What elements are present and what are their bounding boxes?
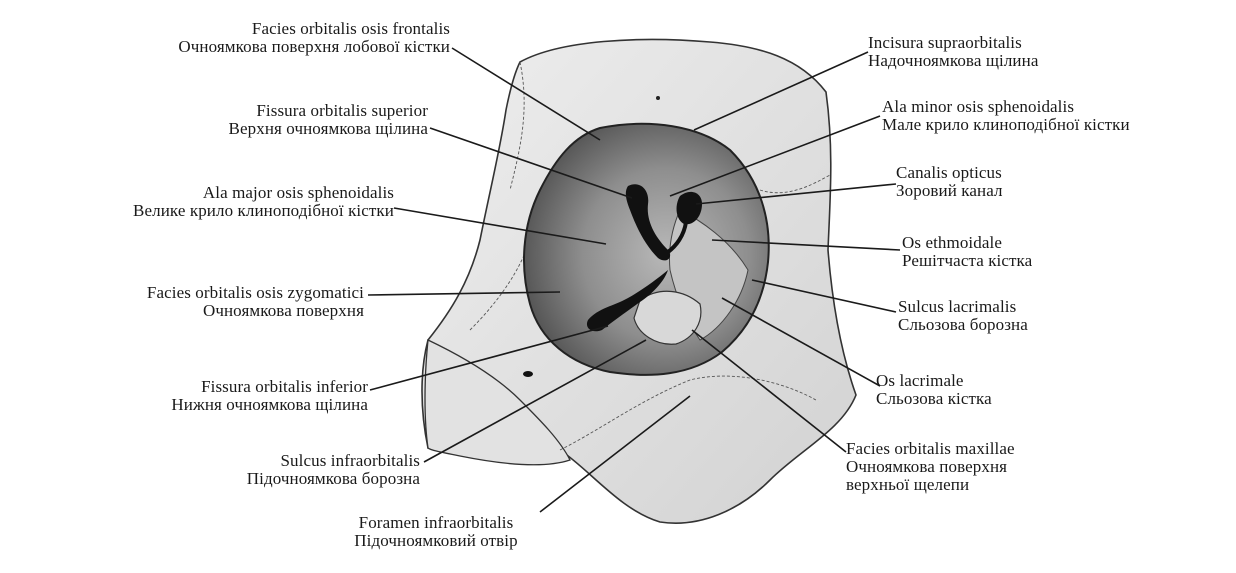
label-ethmoidale-ukrainian: Решітчаста кістка (902, 252, 1162, 270)
label-maxillae: Facies orbitalis maxillae Очноямкова пов… (846, 440, 1146, 494)
label-frontalis: Facies orbitalis osis frontalis Очноямко… (30, 20, 450, 56)
label-ala-minor-ukrainian: Мале крило клиноподібної кістки (882, 116, 1232, 134)
label-ala-major-ukrainian: Велике крило клиноподібної кістки (10, 202, 394, 220)
label-canalis-latin: Canalis opticus (896, 164, 1156, 182)
label-ethmoidale: Os ethmoidale Решітчаста кістка (902, 234, 1162, 270)
label-sulcus-lacrimalis-latin: Sulcus lacrimalis (898, 298, 1158, 316)
frontal-dot (656, 96, 660, 100)
label-incisura-ukrainian: Надочноямкова щілина (868, 52, 1168, 70)
label-maxillae-ukrainian-line2: верхньої щелепи (846, 476, 1146, 494)
label-maxillae-ukrainian: Очноямкова поверхня (846, 458, 1146, 476)
label-frontalis-latin: Facies orbitalis osis frontalis (30, 20, 450, 38)
label-sulcus-infraorbitalis-latin: Sulcus infraorbitalis (120, 452, 420, 470)
label-lacrimale: Os lacrimale Сльозова кістка (876, 372, 1136, 408)
label-fissura-inferior-latin: Fissura orbitalis inferior (20, 378, 368, 396)
label-fissura-superior-ukrainian: Верхня очноямкова щілина (30, 120, 428, 138)
label-foramen-infraorbitalis-ukrainian: Підочноямковий отвір (286, 532, 586, 550)
label-fissura-inferior: Fissura orbitalis inferior Нижня очноямк… (20, 378, 368, 414)
label-sulcus-infraorbitalis: Sulcus infraorbitalis Підочноямкова боро… (120, 452, 420, 488)
label-lacrimale-latin: Os lacrimale (876, 372, 1136, 390)
label-ala-minor: Ala minor osis sphenoidalis Мале крило к… (882, 98, 1232, 134)
label-ala-major-latin: Ala major osis sphenoidalis (10, 184, 394, 202)
label-fissura-superior: Fissura orbitalis superior Верхня очноям… (30, 102, 428, 138)
label-sulcus-infraorbitalis-ukrainian: Підочноямкова борозна (120, 470, 420, 488)
label-zygomatici: Facies orbitalis osis zygomatici Очноямк… (20, 284, 364, 320)
label-fissura-inferior-ukrainian: Нижня очноямкова щілина (20, 396, 368, 414)
label-maxillae-latin: Facies orbitalis maxillae (846, 440, 1146, 458)
label-fissura-superior-latin: Fissura orbitalis superior (30, 102, 428, 120)
label-ala-minor-latin: Ala minor osis sphenoidalis (882, 98, 1232, 116)
label-canalis: Canalis opticus Зоровий канал (896, 164, 1156, 200)
label-incisura-latin: Incisura supraorbitalis (868, 34, 1168, 52)
label-canalis-ukrainian: Зоровий канал (896, 182, 1156, 200)
label-sulcus-lacrimalis: Sulcus lacrimalis Сльозова борозна (898, 298, 1158, 334)
label-zygomatici-ukrainian: Очноямкова поверхня (20, 302, 364, 320)
label-lacrimale-ukrainian: Сльозова кістка (876, 390, 1136, 408)
label-foramen-infraorbitalis-latin: Foramen infraorbitalis (286, 514, 586, 532)
label-foramen-infraorbitalis: Foramen infraorbitalis Підочноямковий от… (286, 514, 586, 550)
label-zygomatici-latin: Facies orbitalis osis zygomatici (20, 284, 364, 302)
label-ala-major: Ala major osis sphenoidalis Велике крило… (10, 184, 394, 220)
label-frontalis-ukrainian: Очноямкова поверхня лобової кістки (30, 38, 450, 56)
infraorbital-foramen (523, 371, 533, 377)
label-ethmoidale-latin: Os ethmoidale (902, 234, 1162, 252)
label-sulcus-lacrimalis-ukrainian: Сльозова борозна (898, 316, 1158, 334)
label-incisura: Incisura supraorbitalis Надочноямкова щі… (868, 34, 1168, 70)
